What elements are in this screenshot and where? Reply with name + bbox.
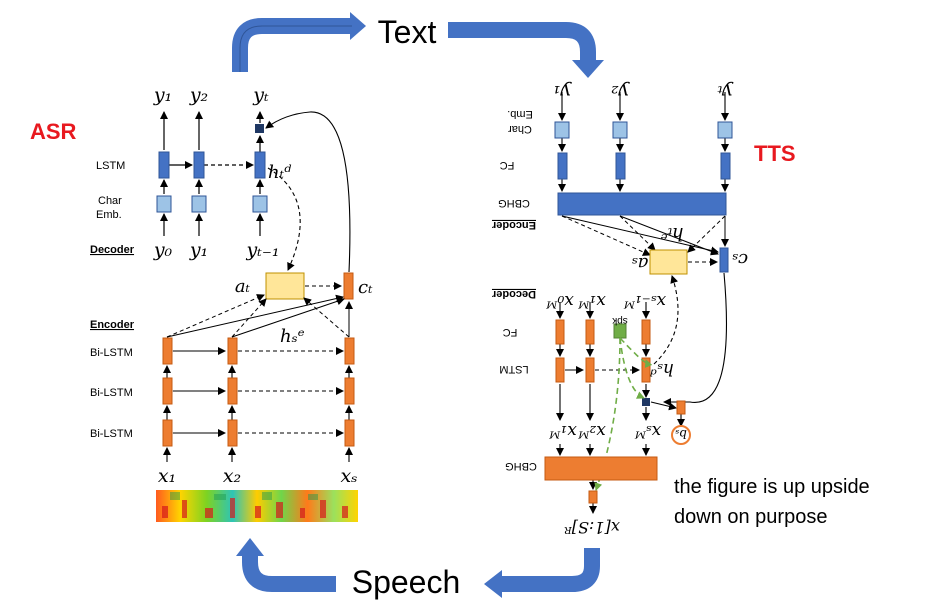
tts-fc-prenet-cells (555, 319, 651, 345)
asr-lstm-label: LSTM (96, 160, 125, 172)
tts-fc2-label: FC (503, 326, 518, 338)
tts-mel-input-s-1: xₛ₋₁ᴹ (623, 291, 666, 311)
tts-mel-input-0: x₀ᴹ (545, 291, 573, 311)
cycle-arrow-bottom-left (236, 538, 336, 592)
spectrogram-image (156, 490, 358, 522)
tts-final-output: x[1:S]ᴿ (564, 518, 620, 537)
asr-context-label: cₜ (358, 277, 373, 298)
asr-bilstm-label-2: Bi-LSTM (90, 387, 133, 399)
text-label: Text (378, 14, 437, 50)
tts-cbhg-encoder-block (557, 192, 727, 216)
tts-mel-output-2: x₂ᴹ (577, 421, 605, 441)
tts-stop-projection (676, 400, 686, 415)
asr-output-softmax (255, 124, 264, 133)
tts-mel-input-1: x₁ᴹ (577, 291, 605, 311)
tts-lstm-cells (555, 357, 651, 383)
asr-bilstm-layers (162, 337, 355, 462)
asr-char-label: Char (98, 195, 122, 207)
tts-char-label: Char (508, 123, 532, 135)
tts-stop-label: bₛ (675, 427, 687, 441)
asr-bilstm-label-3: Bi-LSTM (90, 428, 133, 440)
tts-fc-label: FC (500, 159, 515, 171)
speech-label: Speech (352, 564, 461, 600)
asr-decoder-label: Decoder (90, 244, 135, 256)
cycle-arrow-bottom-right (484, 548, 600, 598)
tts-context-label: cₛ (732, 249, 748, 270)
tts-emb-label: Emb. (507, 108, 533, 120)
tts-lstm-label: LSTM (499, 363, 528, 375)
tts-cbhg2-label: CBHG (505, 460, 537, 472)
tts-title: TTS (754, 141, 796, 166)
asr-speech-input-1: x₁ (158, 465, 176, 487)
asr-input-t: yₜ₋₁ (245, 239, 279, 261)
tts-attention-label: aₛ (632, 253, 649, 274)
tts-mel-output-s: xₛᴹ (634, 421, 661, 441)
asr-attention-box (265, 272, 305, 300)
tts-linear-projection (588, 490, 598, 504)
asr-decoder-state-label: hₜᵈ (268, 162, 292, 183)
asr-emb-label: Emb. (96, 209, 122, 221)
tts-mel-output-1: x₁ᴹ (548, 421, 576, 441)
tts-attention-box (649, 249, 688, 275)
asr-lstm-cells (158, 151, 266, 179)
cycle-arrow-top-left (232, 12, 366, 72)
asr-speech-input-2: x₂ (223, 465, 241, 487)
tts-decoder-label: Decoder (491, 288, 536, 300)
note-line-1: the figure is up upside (674, 476, 870, 498)
asr-output-t: yₜ (252, 84, 269, 106)
asr-context-vector (343, 272, 354, 300)
asr-encoder-state-label: hₛᵉ (280, 326, 305, 347)
asr-bilstm-label-1: Bi-LSTM (90, 347, 133, 359)
asr-speech-input-s: xₛ (340, 465, 357, 487)
cycle-arrow-top-right (448, 22, 604, 78)
tts-encoder-label: Encoder (491, 219, 536, 231)
tts-stop-token (671, 425, 691, 445)
tts-spk-label: spk (611, 315, 628, 326)
asr-input-2: y₁ (189, 239, 208, 261)
tts-output-projection (642, 398, 650, 406)
tts-context-vector (719, 247, 729, 273)
asr-attention-label: aₜ (235, 276, 251, 297)
asr-output-1: y₁ (153, 84, 172, 106)
tts-fc-cells (557, 152, 731, 180)
asr-input-1: y₀ (153, 239, 173, 261)
tts-decoder-state-label: hₛᵈ (650, 359, 674, 379)
tts-cbhg-label: CBHG (498, 197, 530, 209)
asr-title: ASR (30, 119, 77, 144)
asr-char-emb-cells (156, 195, 268, 213)
tts-cbhg-postnet-block (544, 456, 658, 481)
note-line-2: down on purpose (674, 506, 827, 528)
tts-char-emb-cells (554, 121, 733, 139)
asr-encoder-label: Encoder (90, 319, 135, 331)
asr-output-2: y₂ (189, 84, 208, 106)
